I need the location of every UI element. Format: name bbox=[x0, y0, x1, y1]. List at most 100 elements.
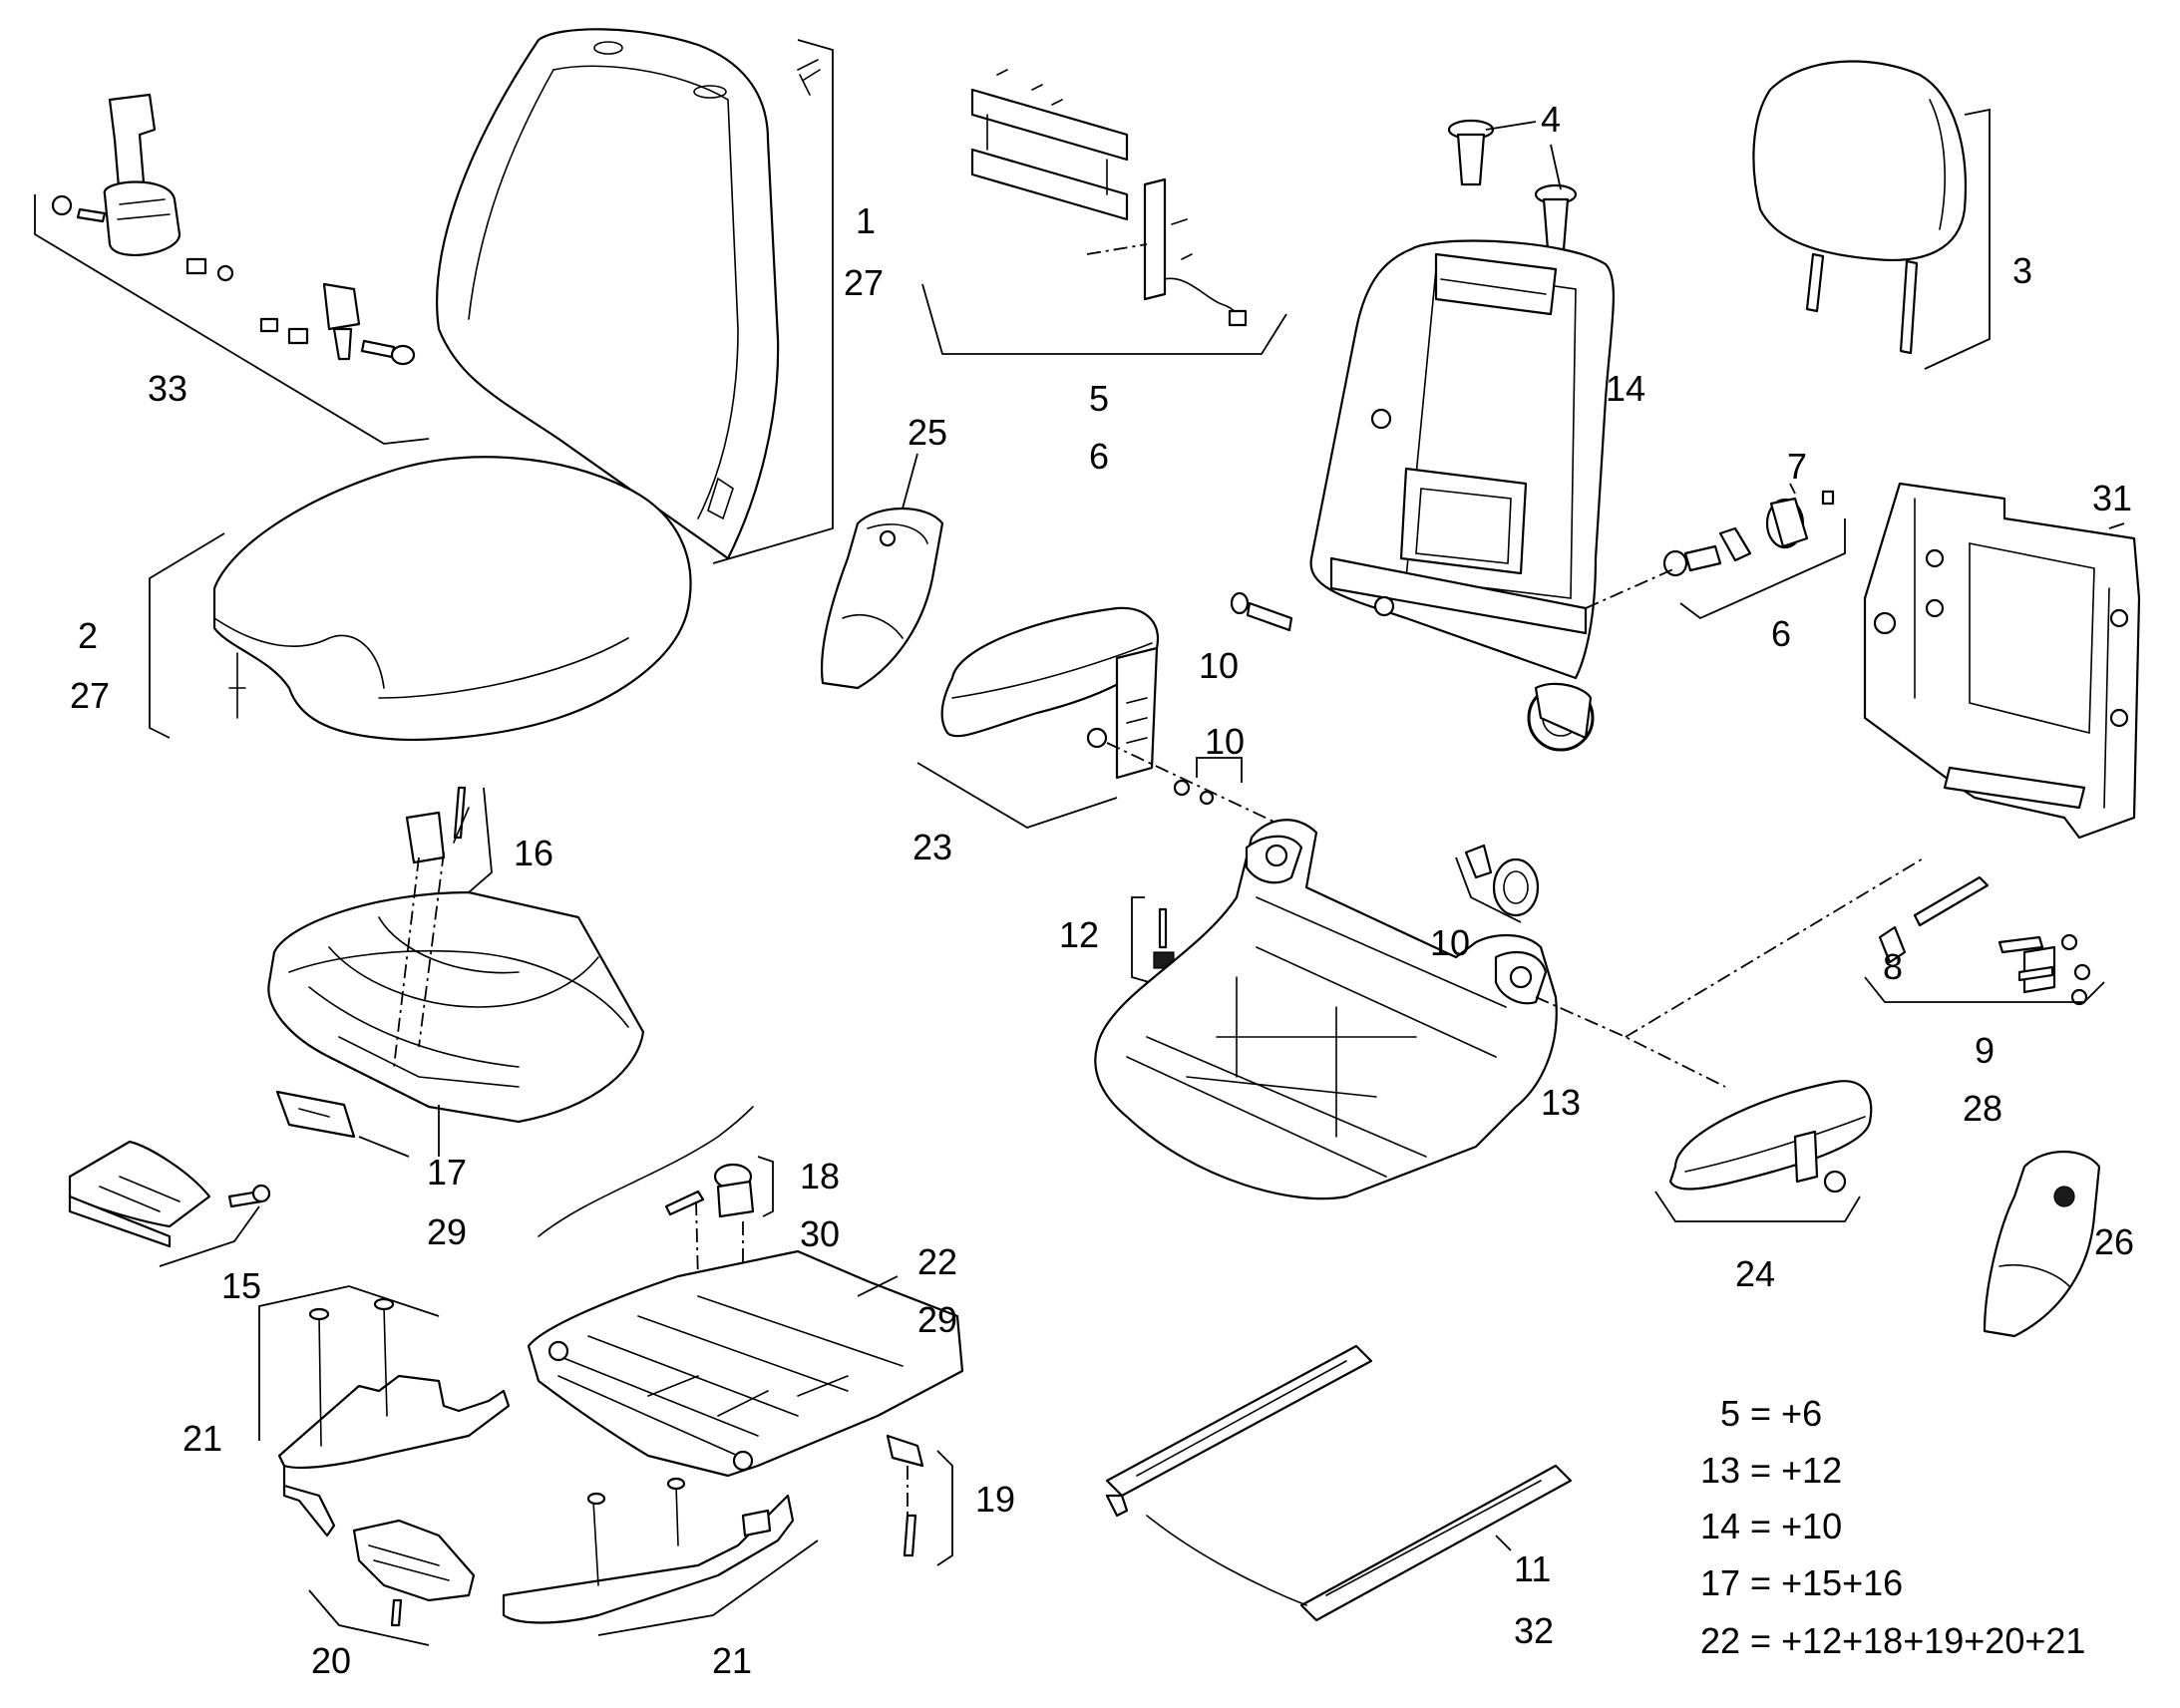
leader-15 bbox=[159, 1205, 260, 1267]
headrest-guides bbox=[1447, 119, 1578, 251]
seat-frame bbox=[1094, 819, 1558, 1200]
leader-12 bbox=[1131, 896, 1150, 983]
leader-18 bbox=[757, 1156, 774, 1217]
front-rail bbox=[277, 1297, 511, 1537]
equation-line: 17 = +15+16 bbox=[1700, 1562, 1903, 1603]
callout-9: 9 bbox=[1975, 1030, 1995, 1071]
latch-assembly bbox=[352, 1519, 476, 1627]
callout-4: 4 bbox=[1541, 99, 1561, 140]
leader-16 bbox=[468, 787, 493, 893]
leader-20 bbox=[308, 1589, 430, 1646]
callout-24: 24 bbox=[1735, 1253, 1775, 1294]
callout-16: 16 bbox=[514, 833, 553, 873]
leader-23 bbox=[916, 762, 1118, 829]
leader-7 bbox=[1789, 483, 1796, 495]
callout-23: 23 bbox=[912, 827, 952, 867]
leader-6b bbox=[1679, 518, 1846, 620]
callout-6b: 6 bbox=[1771, 613, 1791, 654]
adjuster-handle bbox=[1878, 875, 2091, 1006]
equation-line: 14 = +10 bbox=[1700, 1506, 1842, 1546]
leader-10b bbox=[1196, 757, 1243, 783]
right-armrest bbox=[1668, 1080, 1873, 1194]
leader-10c bbox=[1455, 856, 1522, 923]
callout-20: 20 bbox=[311, 1640, 351, 1681]
seat-base-plate bbox=[527, 1249, 964, 1478]
backrest-side-cover bbox=[820, 508, 944, 690]
callout-11: 11 bbox=[1514, 1548, 1551, 1589]
callout-2: 2 bbox=[78, 615, 98, 656]
equation-line: 5 = +6 bbox=[1720, 1393, 1822, 1434]
pivot-bolts bbox=[1173, 591, 1540, 917]
cushion-side-cover bbox=[1983, 1150, 2101, 1338]
leader-33 bbox=[34, 194, 430, 445]
callout-32: 32 bbox=[1514, 1610, 1554, 1651]
callout-13: 13 bbox=[1541, 1082, 1581, 1123]
armrest-axis-left bbox=[1106, 742, 1287, 829]
callout-25: 25 bbox=[908, 412, 947, 453]
callout-18: 18 bbox=[800, 1156, 840, 1196]
equation-line: 22 = +12+18+19+20+21 bbox=[1700, 1620, 2085, 1661]
callout-10a: 10 bbox=[1199, 645, 1239, 686]
seat-belt-assembly bbox=[51, 93, 416, 366]
callout-30: 30 bbox=[800, 1213, 840, 1254]
callout-17: 17 bbox=[427, 1152, 467, 1193]
callout-29a: 29 bbox=[427, 1211, 467, 1252]
callout-6a: 6 bbox=[1089, 436, 1109, 477]
back-frame-subassembly bbox=[970, 69, 1248, 327]
callout-26: 26 bbox=[2094, 1221, 2134, 1262]
slide-lock bbox=[68, 1140, 271, 1248]
callout-labels: 1 27 2 27 33 5 6 4 3 14 25 7 31 6 10 10 … bbox=[70, 99, 2134, 1681]
leader-2 bbox=[149, 532, 225, 739]
bracket-and-screw bbox=[886, 1434, 924, 1557]
seat-back-cover bbox=[436, 28, 821, 560]
cushion-bracket bbox=[405, 786, 470, 864]
callout-1: 1 bbox=[856, 200, 876, 241]
leader-5 bbox=[921, 283, 1287, 355]
callout-31: 31 bbox=[2092, 478, 2132, 518]
seat-pan bbox=[267, 852, 645, 1124]
callout-8: 8 bbox=[1883, 946, 1903, 987]
callout-27a: 27 bbox=[844, 262, 884, 303]
leader-31 bbox=[2108, 522, 2125, 529]
left-armrest bbox=[940, 606, 1160, 780]
assembly-equations: 5 = +6 13 = +12 14 = +10 17 = +15+16 22 … bbox=[1700, 1393, 2085, 1661]
leader-1 bbox=[712, 39, 834, 564]
callout-12: 12 bbox=[1059, 914, 1099, 955]
callout-19: 19 bbox=[975, 1479, 1015, 1520]
recliner-knob-assembly bbox=[1662, 490, 1835, 577]
leader-17 bbox=[358, 1136, 410, 1158]
leader-11 bbox=[1495, 1535, 1512, 1551]
leader-24 bbox=[1654, 1191, 1861, 1222]
callout-14: 14 bbox=[1606, 368, 1645, 409]
recliner-axis bbox=[1585, 567, 1676, 609]
seat-side-bracket bbox=[1863, 482, 2141, 840]
callout-33: 33 bbox=[148, 368, 187, 409]
callout-7: 7 bbox=[1787, 446, 1807, 487]
seat-cushion bbox=[212, 456, 692, 741]
callout-27b: 27 bbox=[70, 675, 110, 716]
handle-axis bbox=[1625, 856, 1926, 1038]
rear-rail bbox=[502, 1477, 795, 1624]
callout-22: 22 bbox=[917, 1241, 957, 1282]
callout-3: 3 bbox=[2012, 250, 2032, 291]
leader-4 bbox=[1485, 121, 1562, 190]
leader-21a bbox=[258, 1285, 440, 1441]
armrest-axis-right bbox=[1535, 996, 1726, 1088]
headrest bbox=[1752, 60, 1967, 355]
equation-line: 13 = +12 bbox=[1700, 1450, 1842, 1491]
callout-5: 5 bbox=[1089, 378, 1109, 419]
callout-29b: 29 bbox=[917, 1299, 957, 1340]
seat-back-frame bbox=[1309, 239, 1615, 752]
leader-19 bbox=[936, 1450, 953, 1566]
leader-25 bbox=[902, 453, 918, 510]
seat-slide-rails bbox=[1105, 1344, 1573, 1622]
leader-21b bbox=[597, 1539, 819, 1636]
leader-9 bbox=[1864, 976, 2105, 1003]
seat-pan-bracket bbox=[275, 1090, 356, 1139]
callout-10b: 10 bbox=[1205, 721, 1245, 762]
callout-28: 28 bbox=[1963, 1088, 2002, 1129]
callout-10c: 10 bbox=[1430, 922, 1470, 963]
callout-21a: 21 bbox=[182, 1418, 222, 1459]
leader-3 bbox=[1924, 108, 1991, 370]
